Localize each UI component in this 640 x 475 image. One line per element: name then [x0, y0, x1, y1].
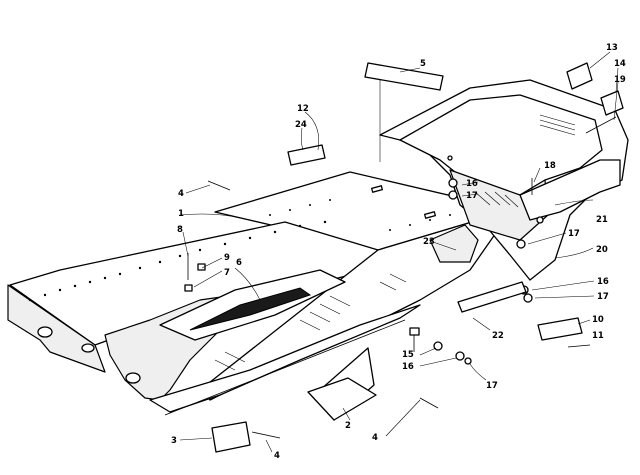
lock-nut [448, 190, 458, 200]
callout-23: 23 [423, 237, 435, 247]
reflector-upper [566, 62, 593, 90]
callout-2: 2 [345, 421, 351, 431]
rivet-pin [207, 180, 231, 191]
lock-nut [523, 293, 533, 303]
rail-cutout [81, 343, 95, 353]
seat-base-shadow [189, 287, 312, 331]
rear-plate [537, 317, 583, 341]
rear-bumper-assembly [379, 79, 629, 281]
bumper-bolt-hole [536, 216, 544, 224]
decal-strip [364, 62, 444, 91]
lock-nut [516, 239, 526, 249]
callout-7: 7 [224, 268, 230, 278]
callout-16-upper: 16 [466, 179, 478, 189]
callout-4-upper: 4 [178, 189, 184, 199]
support-tube [457, 281, 527, 313]
bolt-head [409, 327, 420, 336]
rail-cutout [37, 326, 53, 338]
deck-slot [424, 211, 436, 219]
callout-13: 13 [606, 43, 618, 53]
callout-1: 1 [178, 209, 184, 219]
callout-22: 22 [492, 331, 504, 341]
lock-nut [464, 357, 472, 365]
callout-21: 21 [596, 215, 608, 225]
callout-4-middle: 4 [372, 433, 378, 443]
callout-labels: 1 2 3 4 4 4 5 6 7 8 9 10 11 12 13 14 15 … [171, 43, 626, 461]
washer [455, 351, 465, 361]
deck-rivets [269, 199, 451, 231]
callout-16-lower: 16 [402, 362, 414, 372]
rivet-pin [419, 397, 439, 409]
left-rail-holes [28, 220, 327, 302]
clip [197, 263, 206, 271]
callout-20: 20 [596, 245, 608, 255]
callout-17-upper: 17 [466, 191, 478, 201]
callout-5: 5 [420, 59, 426, 69]
washer [433, 341, 443, 351]
plate-screw [567, 344, 591, 348]
callout-18: 18 [544, 161, 556, 171]
angle-bracket-base [307, 377, 377, 421]
callout-3: 3 [171, 436, 177, 446]
callout-17-right: 17 [597, 292, 609, 302]
callout-9: 9 [224, 253, 230, 263]
callout-17-bumper: 17 [568, 229, 580, 239]
callout-4-lower: 4 [274, 451, 280, 461]
name-plate [287, 144, 326, 166]
clip [184, 284, 193, 292]
shroud-bracket [429, 224, 479, 263]
reflector-lower [600, 90, 624, 116]
bumper-end-cap [519, 159, 621, 221]
left-side-rail [7, 284, 106, 373]
callout-12: 12 [297, 104, 309, 114]
callout-19: 19 [614, 75, 626, 85]
callout-10: 10 [592, 315, 604, 325]
leader-lines [179, 51, 619, 453]
callout-17-lower: 17 [486, 381, 498, 391]
bumper-bolt [585, 116, 617, 134]
skid-strip [164, 319, 406, 416]
deck-slot [371, 185, 383, 193]
callout-11: 11 [592, 331, 604, 341]
callout-8: 8 [177, 225, 183, 235]
seat-base-insert [159, 269, 346, 341]
callout-14: 14 [614, 59, 626, 69]
plate-rivet [251, 431, 281, 439]
mounting-plate [211, 421, 251, 453]
callout-15: 15 [402, 350, 414, 360]
washer [448, 178, 458, 188]
bumper-shading [474, 114, 576, 208]
callout-16-right: 16 [597, 277, 609, 287]
bumper-bolt-hole [447, 155, 453, 161]
callout-24: 24 [295, 120, 307, 130]
rail-cutout [125, 372, 141, 384]
callout-6: 6 [236, 258, 242, 268]
